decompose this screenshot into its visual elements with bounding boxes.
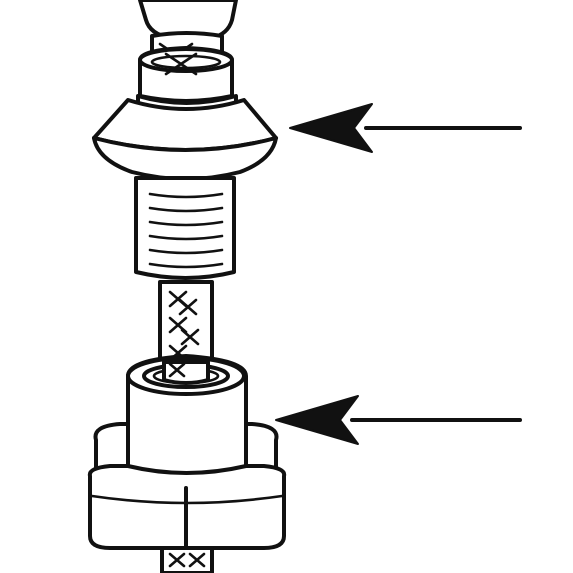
bottom-hose-stub: [160, 546, 214, 573]
threaded-shank: [134, 176, 236, 280]
arrow-lower-callout: [275, 395, 522, 445]
top-connector: [136, 0, 238, 121]
arrow-upper-callout: [289, 103, 522, 153]
base-nut: [87, 354, 287, 550]
conical-cap: [92, 98, 278, 181]
